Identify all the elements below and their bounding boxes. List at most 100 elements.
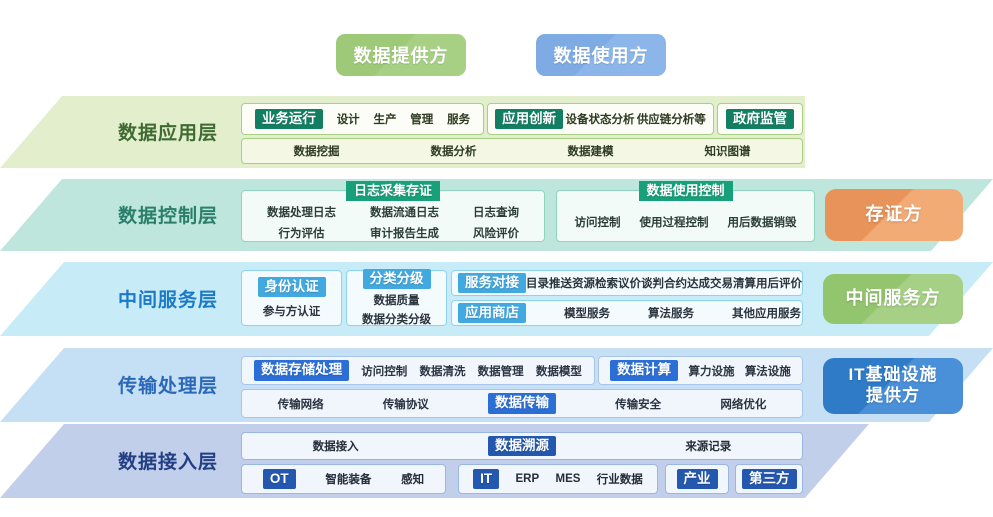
tag-price-negotiation[interactable]: 议价谈判 [618,278,664,290]
tag-algorithm-service[interactable]: 算法服务 [648,308,694,320]
tag-data-processing-log[interactable]: 数据处理日志 [267,206,336,219]
third-party-source-box[interactable]: 第三方 [735,464,803,494]
tag-data-mining[interactable]: 数据挖掘 [293,146,340,158]
tag-algorithm-facility[interactable]: 算法设施 [744,365,791,378]
tag-data-quality[interactable]: 数据质量 [373,295,420,308]
it-source-box[interactable]: IT ERP MES 行业数据 [458,464,658,494]
layer-transmission: 传输处理层 数据存储处理 访问控制 数据清洗 数据管理 数据模型 数据计算 算力… [0,348,993,422]
tag-data-modeling[interactable]: 数据建模 [567,146,614,158]
tag-knowledge-graph[interactable]: 知识图谱 [704,146,751,158]
tag-post-use-evaluation[interactable]: 用后评价 [756,278,802,290]
data-provider-label: 数据提供方 [353,46,449,66]
identity-auth-chip[interactable]: 身份认证 [257,276,326,298]
it-chip[interactable]: IT [473,468,500,490]
industry-source-box[interactable]: 产业 [665,464,729,494]
layer-label-control: 数据控制层 [118,206,219,227]
data-computation-box[interactable]: 数据计算 算力设施 算法设施 [598,356,803,385]
tag-supply-chain-analysis[interactable]: 供应链分析等 [636,114,706,126]
data-consumer-pill[interactable]: 数据使用方 [536,34,666,76]
data-storage-processing-box[interactable]: 数据存储处理 访问控制 数据清洗 数据管理 数据模型 [241,356,595,385]
transmission-base-box[interactable]: 传输网络 传输协议 数据传输 传输安全 网络优化 [241,389,803,418]
tag-erp[interactable]: ERP [515,473,540,485]
tag-data-management[interactable]: 数据管理 [477,365,524,378]
identity-auth-box[interactable]: 身份认证 参与方认证 [241,270,342,326]
classification-grading-box[interactable]: 分类分级 数据质量 数据分类分级 [346,268,447,327]
app-store-box[interactable]: 应用商店 模型服务 算法服务 其他应用服务 [451,300,803,326]
tag-access-control[interactable]: 访问控制 [574,217,621,229]
data-usage-control-fieldset[interactable]: 数据使用控制 访问控制 使用过程控制 用后数据销毁 [556,181,815,242]
service-docking-chip[interactable]: 服务对接 [458,272,526,294]
industry-chip[interactable]: 产业 [676,468,718,490]
evidence-party-label: 存证方 [865,204,923,225]
tag-network-optimization[interactable]: 网络优化 [720,398,767,411]
top-role-pills: 数据提供方 数据使用方 [0,34,993,80]
layer-control: 数据控制层 日志采集存证 数据处理日志 行为评估 数据流通日志 审计报告生成 日… [0,179,993,251]
layer-label-middle-service: 中间服务层 [118,290,219,311]
data-consumer-label: 数据使用方 [553,46,649,66]
tag-transmission-protocol[interactable]: 传输协议 [382,398,429,411]
layer-middle-service: 中间服务层 身份认证 参与方认证 分类分级 数据质量 数据分类分级 服务对接 目… [0,262,993,336]
tag-other-application-service[interactable]: 其他应用服务 [732,308,801,320]
log-collection-evidence-fieldset[interactable]: 日志采集存证 数据处理日志 行为评估 数据流通日志 审计报告生成 日志查询 风险… [241,181,545,242]
layer-label-access: 数据接入层 [118,452,219,473]
data-access-box[interactable]: 数据接入 数据溯源 来源记录 [241,432,803,460]
tag-contract-conclusion[interactable]: 合约达成 [664,278,710,290]
tag-design[interactable]: 设计 [336,114,360,126]
layer-label-application: 数据应用层 [118,123,219,144]
tag-participant-authentication[interactable]: 参与方认证 [262,306,321,319]
application-innovation-chip[interactable]: 应用创新 [495,108,564,130]
data-provider-pill[interactable]: 数据提供方 [336,34,466,76]
classification-grading-chip[interactable]: 分类分级 [362,268,431,290]
tag-post-use-data-destruction[interactable]: 用后数据销毁 [727,217,797,229]
fs-column: 数据处理日志 行为评估 [267,204,336,241]
tag-equipment-status-analysis[interactable]: 设备状态分析 [565,114,635,126]
tag-usage-process-control[interactable]: 使用过程控制 [639,217,709,229]
tag-data-classification-grading[interactable]: 数据分类分级 [362,314,431,327]
tag-smart-equipment[interactable]: 智能装备 [325,474,372,486]
data-provenance-chip[interactable]: 数据溯源 [487,435,556,457]
tag-data-cleaning[interactable]: 数据清洗 [419,365,466,378]
evidence-party-pill[interactable]: 存证方 [825,189,963,241]
tag-data-access[interactable]: 数据接入 [312,441,359,453]
tag-log-query[interactable]: 日志查询 [473,206,519,219]
business-operations-box[interactable]: 业务运行 设计 生产 管理 服务 [241,103,484,135]
service-docking-box[interactable]: 服务对接 目录推送 资源检索 议价谈判 合约达成 交易清算 用后评价 [451,270,803,296]
tag-data-model[interactable]: 数据模型 [535,365,582,378]
app-store-chip[interactable]: 应用商店 [458,302,526,324]
tag-sensing[interactable]: 感知 [401,474,425,486]
middle-service-party-pill[interactable]: 中间服务方 [823,274,963,324]
tag-industry-data[interactable]: 行业数据 [596,474,643,486]
data-capability-box[interactable]: 数据挖掘 数据分析 数据建模 知识图谱 [241,138,803,164]
tag-transmission-network[interactable]: 传输网络 [277,398,324,411]
tag-data-circulation-log[interactable]: 数据流通日志 [370,206,439,219]
data-transmission-chip[interactable]: 数据传输 [487,393,556,414]
tag-risk-evaluation[interactable]: 风险评价 [473,227,519,240]
tag-model-service[interactable]: 模型服务 [564,308,610,320]
it-infrastructure-provider-pill[interactable]: IT基础设施 提供方 [823,358,963,414]
tag-computing-facility[interactable]: 算力设施 [688,365,735,378]
tag-data-analysis[interactable]: 数据分析 [430,146,477,158]
tag-access-control[interactable]: 访问控制 [361,365,408,378]
third-party-chip[interactable]: 第三方 [742,468,797,490]
tag-transaction-settlement[interactable]: 交易清算 [710,278,756,290]
tag-resource-retrieval[interactable]: 资源检索 [572,278,618,290]
tag-production[interactable]: 生产 [373,114,397,126]
tag-audit-report-generation[interactable]: 审计报告生成 [370,227,439,240]
it-infrastructure-provider-label: IT基础设施 提供方 [848,365,938,405]
tag-behavior-assessment[interactable]: 行为评估 [278,227,325,240]
tag-mes[interactable]: MES [555,473,581,485]
government-supervision-box[interactable]: 政府监管 [717,103,803,135]
tag-transmission-security[interactable]: 传输安全 [615,398,662,411]
application-innovation-box[interactable]: 应用创新 设备状态分析 供应链分析等 [487,103,714,135]
tag-source-record[interactable]: 来源记录 [685,441,732,453]
tag-service[interactable]: 服务 [447,114,471,126]
ot-chip[interactable]: OT [262,468,296,490]
government-supervision-chip[interactable]: 政府监管 [726,108,794,130]
tag-management[interactable]: 管理 [410,114,434,126]
ot-source-box[interactable]: OT 智能装备 感知 [241,464,446,494]
tag-catalog-push[interactable]: 目录推送 [526,278,572,290]
data-storage-processing-chip[interactable]: 数据存储处理 [254,360,350,381]
business-operations-chip[interactable]: 业务运行 [254,108,323,130]
data-computation-chip[interactable]: 数据计算 [610,360,679,381]
layer-label-transmission: 传输处理层 [118,376,219,397]
